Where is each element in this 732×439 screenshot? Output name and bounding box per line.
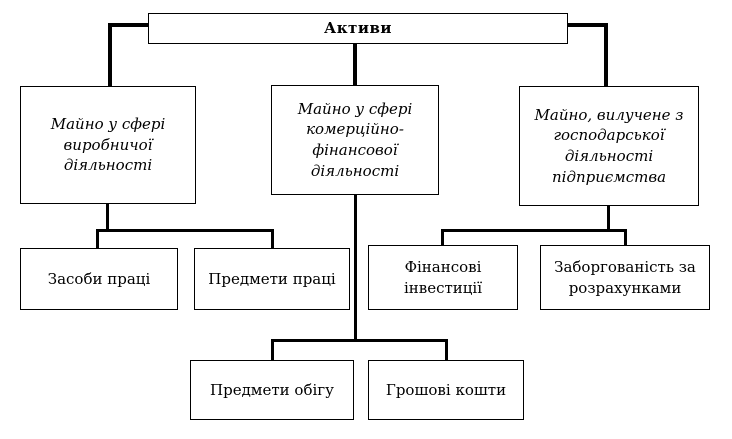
- node-commercial-financial-property: Майно у сфері комерційно-фінансової діял…: [271, 85, 439, 195]
- connector-production-branch: [96, 229, 274, 232]
- connector-commercial-branch: [271, 339, 448, 342]
- connector-root-right-vertical: [604, 23, 608, 86]
- connector-withdrawn-stem: [607, 205, 610, 232]
- connector-root-left-vertical: [108, 23, 112, 86]
- node-labor-means: Засоби праці: [20, 248, 178, 310]
- connector-drop-receivables: [624, 229, 627, 246]
- node-receivables: Заборгованість за розрахунками: [540, 245, 710, 310]
- node-financial-investments: Фінансові інвестиції: [368, 245, 518, 310]
- node-cash: Грошові кошти: [368, 360, 524, 420]
- connector-drop-circulation: [271, 339, 274, 361]
- connector-root-left-horizontal: [108, 23, 150, 27]
- connector-commercial-stem: [354, 194, 357, 342]
- connector-drop-labor-means: [96, 229, 99, 249]
- connector-root-right-horizontal: [566, 23, 608, 27]
- node-withdrawn-property: Майно, вилучене з господарської діяльнос…: [519, 86, 699, 206]
- connector-root-center-vertical: [353, 43, 357, 86]
- node-circulation-objects: Предмети обігу: [190, 360, 354, 420]
- connector-drop-cash: [445, 339, 448, 361]
- connector-drop-labor-objects: [271, 229, 274, 249]
- node-assets: Активи: [148, 13, 568, 44]
- node-production-property: Майно у сфері виробничої діяльності: [20, 86, 196, 204]
- connector-drop-fin-invest: [441, 229, 444, 246]
- connector-production-stem: [106, 203, 109, 232]
- node-labor-objects: Предмети праці: [194, 248, 350, 310]
- connector-withdrawn-branch: [441, 229, 627, 232]
